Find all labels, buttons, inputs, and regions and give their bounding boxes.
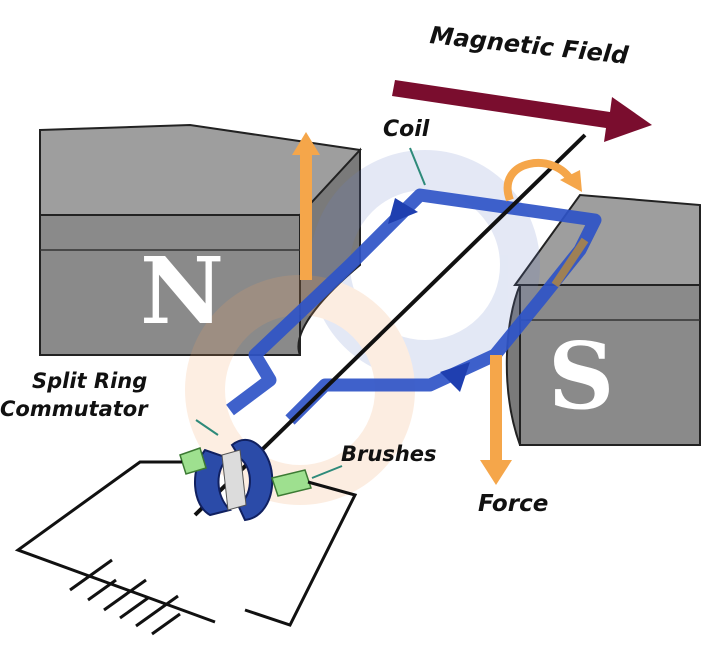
coil-direction-arrow-top <box>388 198 418 224</box>
rotation-arrowhead <box>560 170 582 192</box>
coil-direction-arrow-bottom <box>440 362 470 392</box>
force-arrow-up <box>292 132 320 280</box>
brush-right <box>271 469 312 497</box>
coil-label: Coil <box>383 117 430 142</box>
battery <box>69 558 181 636</box>
north-pole-label: N <box>140 237 225 345</box>
magnetic-field-arrow <box>392 80 652 142</box>
force-arrow-down <box>480 355 512 485</box>
coil-loop <box>226 188 602 425</box>
force-label: Force <box>478 491 549 517</box>
split-ring-label-line2: Commutator <box>0 397 148 421</box>
split-ring-commutator <box>193 438 274 522</box>
south-pole-label: S <box>548 322 615 430</box>
coil-leader-line <box>409 147 426 186</box>
rotation-arrow <box>503 159 576 202</box>
brushes-leader-line <box>311 465 343 479</box>
brush-left <box>179 447 207 475</box>
external-circuit <box>14 460 358 627</box>
commutator-leader-line <box>195 419 219 436</box>
brushes-label: Brushes <box>341 442 437 466</box>
split-ring-label-line1: Split Ring <box>32 369 148 393</box>
